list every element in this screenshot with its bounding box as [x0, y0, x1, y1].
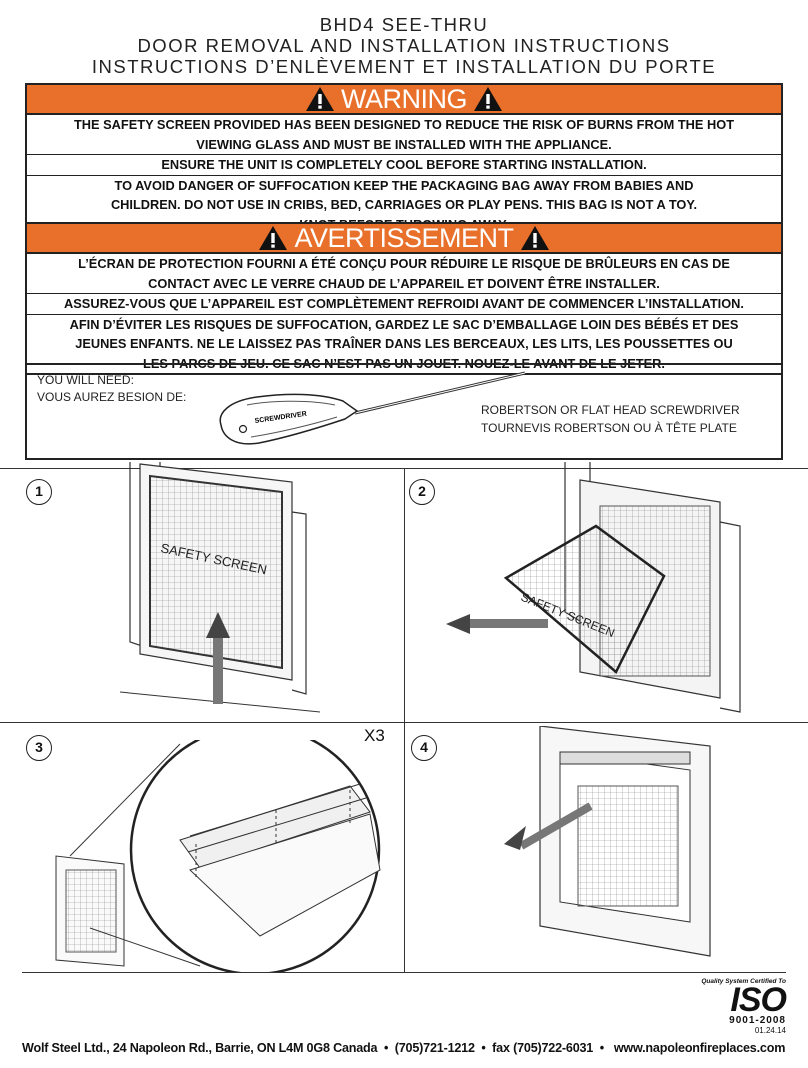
- warning-row: ENSURE THE UNIT IS COMPLETELY COOL BEFOR…: [27, 155, 781, 176]
- warning-row: L’ÉCRAN DE PROTECTION FOURNI A ÉTÉ CONÇU…: [27, 254, 781, 294]
- company-footer: Wolf Steel Ltd., 24 Napoleon Rd., Barrie…: [22, 1041, 786, 1055]
- warning-triangle-icon: [520, 225, 550, 251]
- screwdriver-icon: SCREWDRIVER: [219, 371, 526, 445]
- step-4-illustration: [504, 726, 711, 957]
- warning-heading: WARNING: [341, 83, 468, 114]
- step-number: 3: [26, 735, 52, 761]
- warning-box-english: WARNING THE SAFETY SCREEN PROVIDED HAS B…: [25, 83, 783, 236]
- divider-line: [404, 468, 405, 973]
- iso-number: 9001-2008: [729, 1015, 786, 1026]
- warning-triangle-icon: [473, 86, 503, 112]
- warning-row: TO AVOID DANGER OF SUFFOCATION KEEP THE …: [110, 177, 698, 232]
- vous-aurez-besion-label: VOUS AUREZ BESION DE:: [37, 390, 187, 404]
- step-number: 1: [26, 479, 52, 505]
- step-1-illustration: SAFETY SCREEN: [120, 462, 320, 713]
- iso-tagline: Quality System Certified To: [701, 978, 786, 985]
- model-title: BHD4 SEE-THRU: [319, 14, 489, 35]
- tool-name-english: ROBERTSON OR FLAT HEAD SCREWDRIVER: [481, 403, 740, 417]
- title-english: DOOR REMOVAL AND INSTALLATION INSTRUCTIO…: [137, 35, 671, 56]
- step-2-illustration: SAFETY SCREEN: [446, 462, 741, 713]
- warning-triangle-icon: [305, 86, 335, 112]
- warning-row: THE SAFETY SCREEN PROVIDED HAS BEEN DESI…: [27, 115, 781, 155]
- screw-count-label: X3: [364, 726, 385, 745]
- iso-certification: Quality System Certified To ISO 9001-200…: [686, 978, 787, 1035]
- document-date: 01.24.14: [754, 1026, 786, 1035]
- warning-box-french: AVERTISSEMENT L’ÉCRAN DE PROTECTION FOUR…: [25, 222, 783, 375]
- step-3-illustration: [55, 740, 381, 972]
- warning-header: WARNING: [27, 83, 781, 115]
- step-number: 4: [411, 735, 437, 761]
- warning-row: ASSUREZ-VOUS QUE L’APPAREIL EST COMPLÈTE…: [27, 294, 781, 315]
- iso-logo: ISO: [730, 981, 787, 1019]
- title-french: INSTRUCTIONS D’ENLÈVEMENT ET INSTALLATIO…: [91, 56, 717, 77]
- tools-needed-box: YOU WILL NEED: VOUS AUREZ BESION DE: SCR…: [25, 363, 783, 460]
- tool-name-french: TOURNEVIS ROBERTSON OU À TÊTE PLATE: [481, 421, 737, 435]
- step-number: 2: [409, 479, 435, 505]
- warning-heading: AVERTISSEMENT: [294, 222, 514, 253]
- warning-triangle-icon: [258, 225, 288, 251]
- warning-header: AVERTISSEMENT: [27, 222, 781, 254]
- you-will-need-label: YOU WILL NEED:: [37, 373, 134, 387]
- document-titles: BHD4 SEE-THRU DOOR REMOVAL AND INSTALLAT…: [0, 14, 808, 77]
